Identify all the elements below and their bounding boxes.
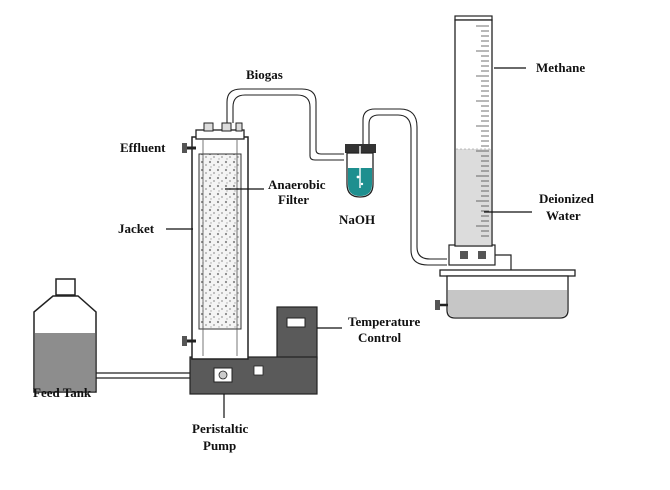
label-peristaltic: Peristaltic bbox=[192, 421, 249, 436]
reactor-column bbox=[182, 122, 249, 360]
label-biogas: Biogas bbox=[246, 67, 283, 82]
feed-tank-cap bbox=[55, 278, 76, 296]
reactor-top-cap bbox=[195, 129, 245, 140]
bath-drain-valve bbox=[435, 300, 440, 310]
label-feed-tank: Feed Tank bbox=[33, 385, 92, 400]
methane-collection-cylinder bbox=[448, 15, 512, 272]
pump-switch bbox=[253, 365, 264, 376]
label-anaerobic: Anaerobic bbox=[268, 177, 326, 192]
bath-water bbox=[448, 290, 567, 317]
biogas-tube bbox=[226, 88, 344, 161]
temperature-controller-housing bbox=[276, 306, 318, 360]
label-deionized: Deionized bbox=[539, 191, 595, 206]
anaerobic-filter-packing bbox=[198, 153, 242, 330]
water-bath bbox=[435, 269, 576, 319]
cylinder-water bbox=[456, 149, 491, 245]
gas-transfer-tube bbox=[362, 108, 447, 266]
label-filter: Filter bbox=[278, 192, 309, 207]
naoh-scrubber bbox=[345, 144, 376, 198]
label-methane: Methane bbox=[536, 60, 585, 75]
label-temperature: Temperature bbox=[348, 314, 420, 329]
temperature-display bbox=[286, 317, 306, 328]
feed-tank bbox=[33, 278, 97, 393]
temperature-control-unit bbox=[276, 306, 318, 360]
jacket-bottom-valve bbox=[182, 336, 187, 346]
feed-liquid bbox=[35, 333, 95, 391]
cylinder-base-fitting bbox=[448, 244, 496, 266]
label-pump: Pump bbox=[203, 438, 236, 453]
label-effluent: Effluent bbox=[120, 140, 166, 155]
label-naoh: NaOH bbox=[339, 212, 375, 227]
label-control: Control bbox=[358, 330, 401, 345]
leader-lines bbox=[166, 67, 532, 418]
pump-base bbox=[189, 356, 318, 395]
peristaltic-pump bbox=[189, 356, 318, 395]
effluent-valve bbox=[182, 143, 187, 153]
label-jacket: Jacket bbox=[118, 221, 155, 236]
label-water: Water bbox=[546, 208, 581, 223]
